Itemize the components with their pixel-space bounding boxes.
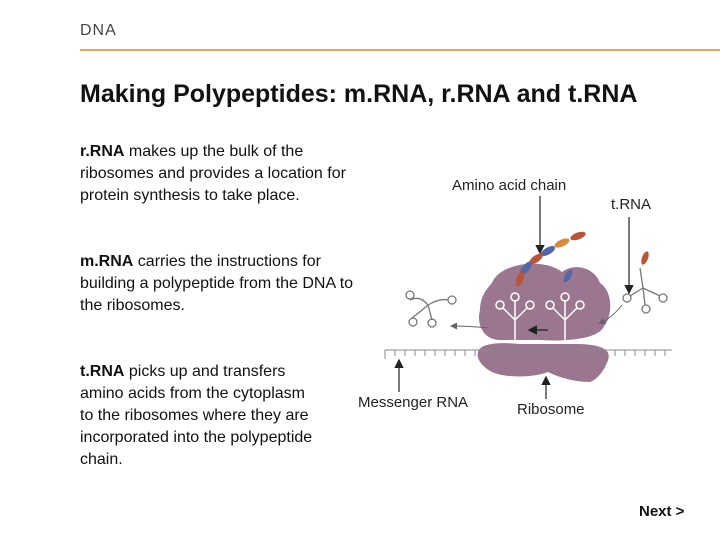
mrna-strand: [384, 349, 672, 359]
page-title: Making Polypeptides: m.RNA, r.RNA and t.…: [80, 80, 638, 108]
trna-arriving: [622, 267, 668, 314]
ribosome-small-subunit: [477, 343, 609, 382]
trna-term: t.RNA: [80, 363, 125, 380]
mrna-term: m.RNA: [80, 253, 134, 270]
rrna-term: r.RNA: [80, 143, 125, 160]
trna-label: t.RNA: [611, 196, 652, 213]
amino-acid-chain-label: Amino acid chain: [452, 177, 567, 194]
ribosome-label: Ribosome: [517, 401, 585, 418]
mrna-description: m.RNA carries the instructions for build…: [80, 251, 355, 317]
messenger-rna-label: Messenger RNA: [358, 394, 469, 411]
trna-in-ribosome-right: [545, 292, 585, 342]
ribosome-large-subunit: [478, 263, 611, 341]
rrna-description: r.RNA makes up the bulk of the ribosomes…: [80, 141, 370, 207]
next-button[interactable]: Next >: [639, 503, 685, 520]
trna-exit-arrow: [450, 322, 489, 330]
trna-in-ribosome-left: [495, 292, 535, 342]
trna-description: t.RNA picks up and transfers amino acids…: [80, 361, 320, 471]
mrna-text: carries the instructions for building a …: [80, 253, 354, 314]
trna-entry-arrow: [598, 304, 623, 325]
section-header: DNA: [80, 22, 117, 39]
trna-departing: [405, 290, 457, 328]
header-divider: [80, 49, 720, 51]
rrna-text: makes up the bulk of the ribosomes and p…: [80, 143, 346, 204]
trna-text: picks up and transfers amino acids from …: [80, 363, 313, 468]
